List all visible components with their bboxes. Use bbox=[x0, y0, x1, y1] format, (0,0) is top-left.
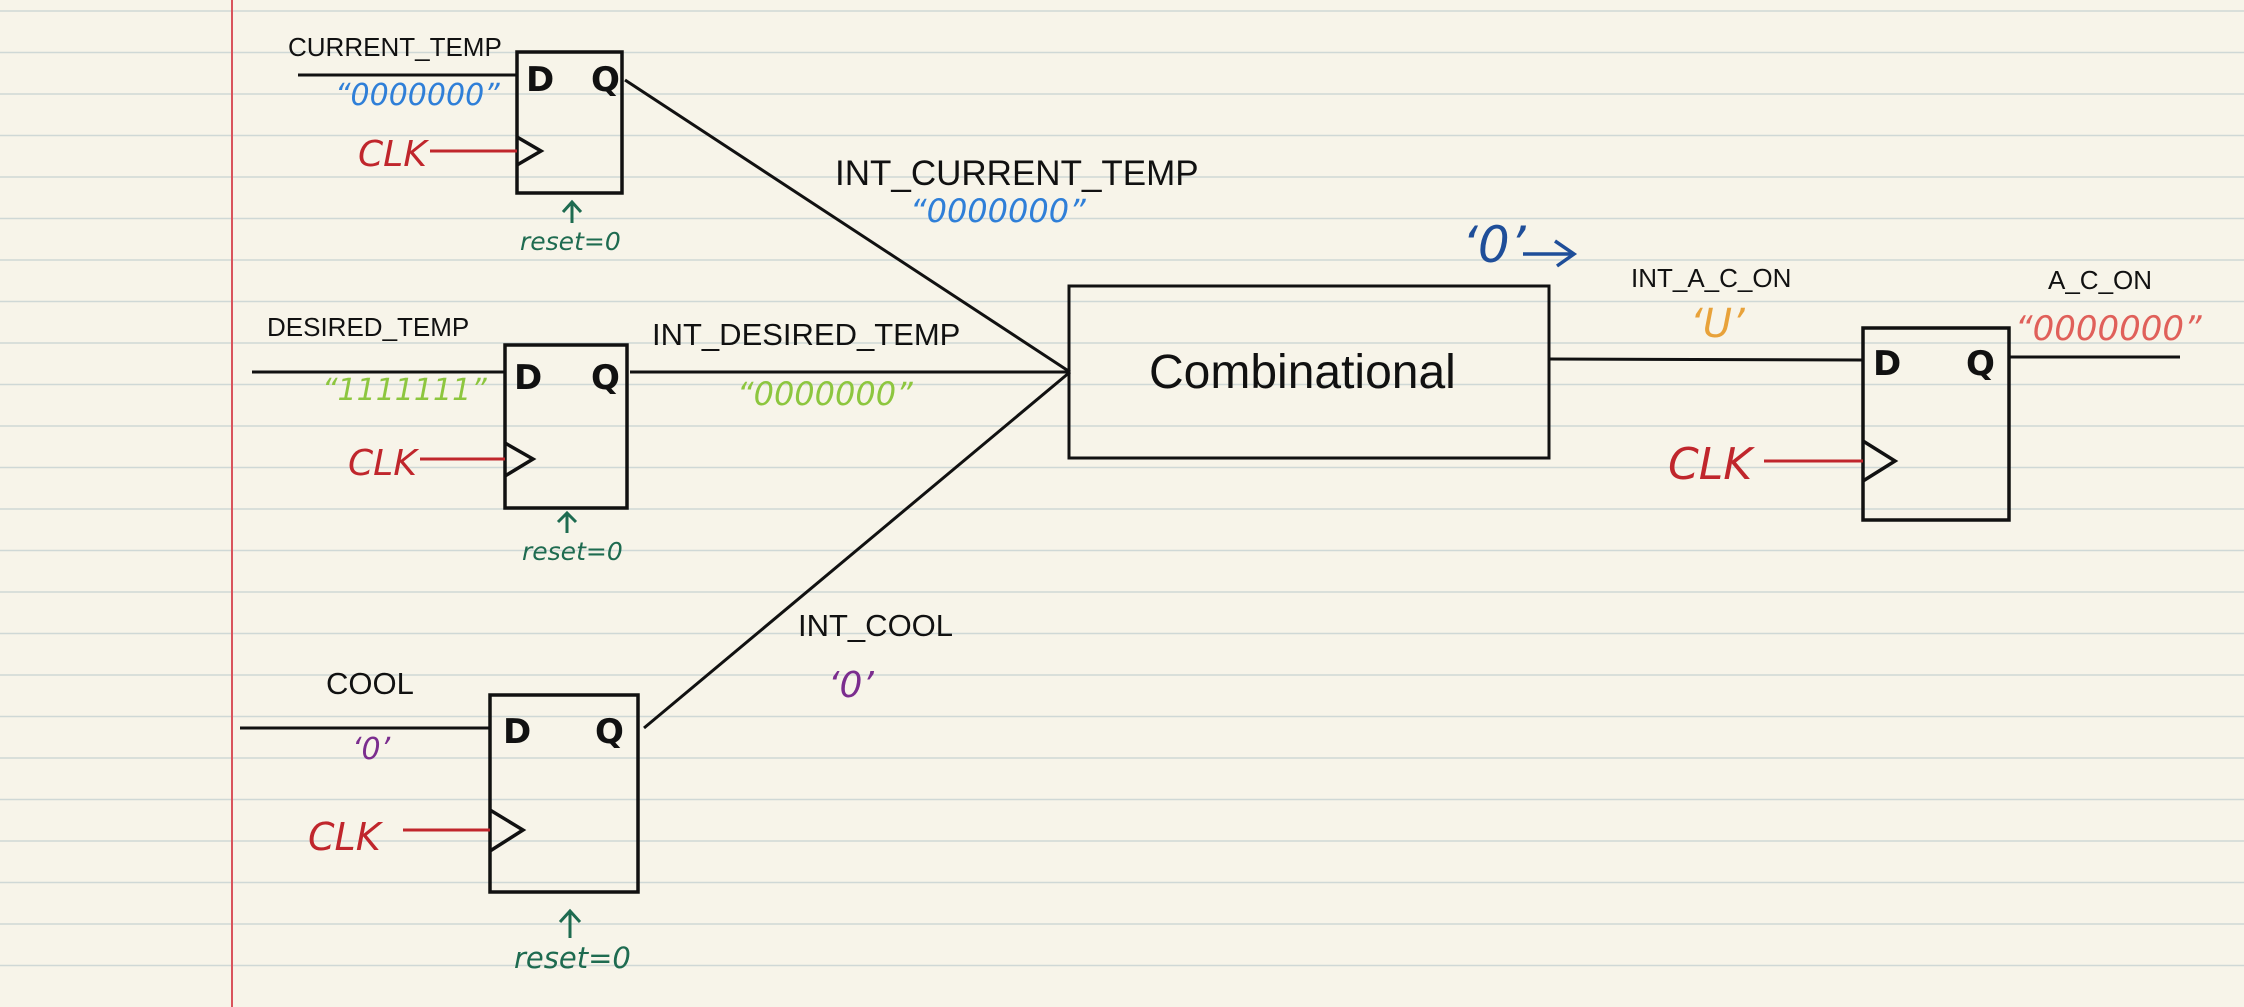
int-cool-value: ‘0’ bbox=[828, 665, 874, 706]
current-temp-clk-label: CLK bbox=[358, 134, 429, 175]
desired-temp-flipflop-box bbox=[503, 343, 629, 510]
combinational-block bbox=[1067, 284, 1551, 460]
up-arrow-icon bbox=[558, 908, 582, 938]
a-c-on-value: “0000000” bbox=[2015, 309, 2202, 349]
desired-temp-register: DESIRED_TEMP “1111111” D Q CLK reset=0 bbox=[252, 312, 629, 566]
triangle-clock-edge-icon bbox=[516, 135, 545, 167]
int-desired-temp-label: INT_DESIRED_TEMP bbox=[652, 317, 960, 352]
ruled-lines bbox=[0, 10, 2244, 967]
current-temp-register: CURRENT_TEMP “0000000” D Q CLK reset=0 bbox=[288, 32, 624, 256]
desired-temp-reset-label: reset=0 bbox=[522, 537, 623, 566]
int-desired-temp-value: “0000000” bbox=[737, 375, 913, 413]
int-current-temp-value: “0000000” bbox=[910, 192, 1086, 230]
a-c-on-register: D Q CLK bbox=[1668, 326, 2011, 522]
desired-temp-value: “1111111” bbox=[322, 373, 487, 408]
triangle-clock-edge-icon bbox=[489, 808, 527, 853]
cool-d-port: D bbox=[503, 712, 531, 752]
current-temp-label: CURRENT_TEMP bbox=[288, 32, 502, 62]
int-cool-label: INT_COOL bbox=[798, 608, 953, 643]
cool-clk-label: CLK bbox=[308, 815, 384, 859]
int-current-temp-label: INT_CURRENT_TEMP bbox=[835, 154, 1199, 193]
triangle-clock-edge-icon bbox=[1862, 439, 1899, 483]
cool-q-port: Q bbox=[595, 712, 624, 752]
cool-reset-label: reset=0 bbox=[514, 941, 631, 975]
desired-temp-label: DESIRED_TEMP bbox=[267, 312, 469, 342]
cool-flipflop-box bbox=[488, 693, 640, 894]
a-c-on-clk-label: CLK bbox=[1668, 439, 1755, 490]
int-current-temp-wire bbox=[624, 78, 1071, 374]
current-temp-d-port: D bbox=[526, 60, 554, 100]
a-c-on-label: A_C_ON bbox=[2048, 265, 2152, 295]
combinational-annotation-value: ‘0’ bbox=[1462, 216, 1527, 274]
desired-temp-clk-label: CLK bbox=[348, 443, 419, 484]
a-c-on-d-port: D bbox=[1873, 344, 1901, 384]
current-temp-q-port: Q bbox=[591, 60, 620, 100]
desired-temp-q-port: Q bbox=[591, 358, 620, 398]
triangle-clock-edge-icon bbox=[504, 441, 537, 478]
up-arrow-icon bbox=[561, 199, 583, 223]
cool-value: ‘0’ bbox=[352, 732, 391, 767]
cool-label: COOL bbox=[326, 666, 414, 701]
a-c-on-flipflop-box bbox=[1861, 326, 2011, 522]
current-temp-reset-label: reset=0 bbox=[520, 227, 621, 256]
right-arrow-icon bbox=[1523, 239, 1578, 268]
cool-register: COOL ‘0’ D Q CLK reset=0 bbox=[240, 666, 640, 975]
a-c-on-q-port: Q bbox=[1966, 344, 1995, 384]
desired-temp-d-port: D bbox=[514, 358, 542, 398]
int-a-c-on-value: ‘U’ bbox=[1690, 301, 1746, 347]
current-temp-flipflop-box bbox=[515, 50, 624, 195]
int-a-c-on-wire bbox=[1548, 357, 1864, 362]
int-a-c-on-label: INT_A_C_ON bbox=[1631, 263, 1791, 293]
combinational-label: Combinational bbox=[1149, 346, 1456, 399]
up-arrow-icon bbox=[556, 510, 578, 533]
int-cool-wire bbox=[643, 370, 1071, 730]
current-temp-value: “0000000” bbox=[335, 78, 500, 113]
